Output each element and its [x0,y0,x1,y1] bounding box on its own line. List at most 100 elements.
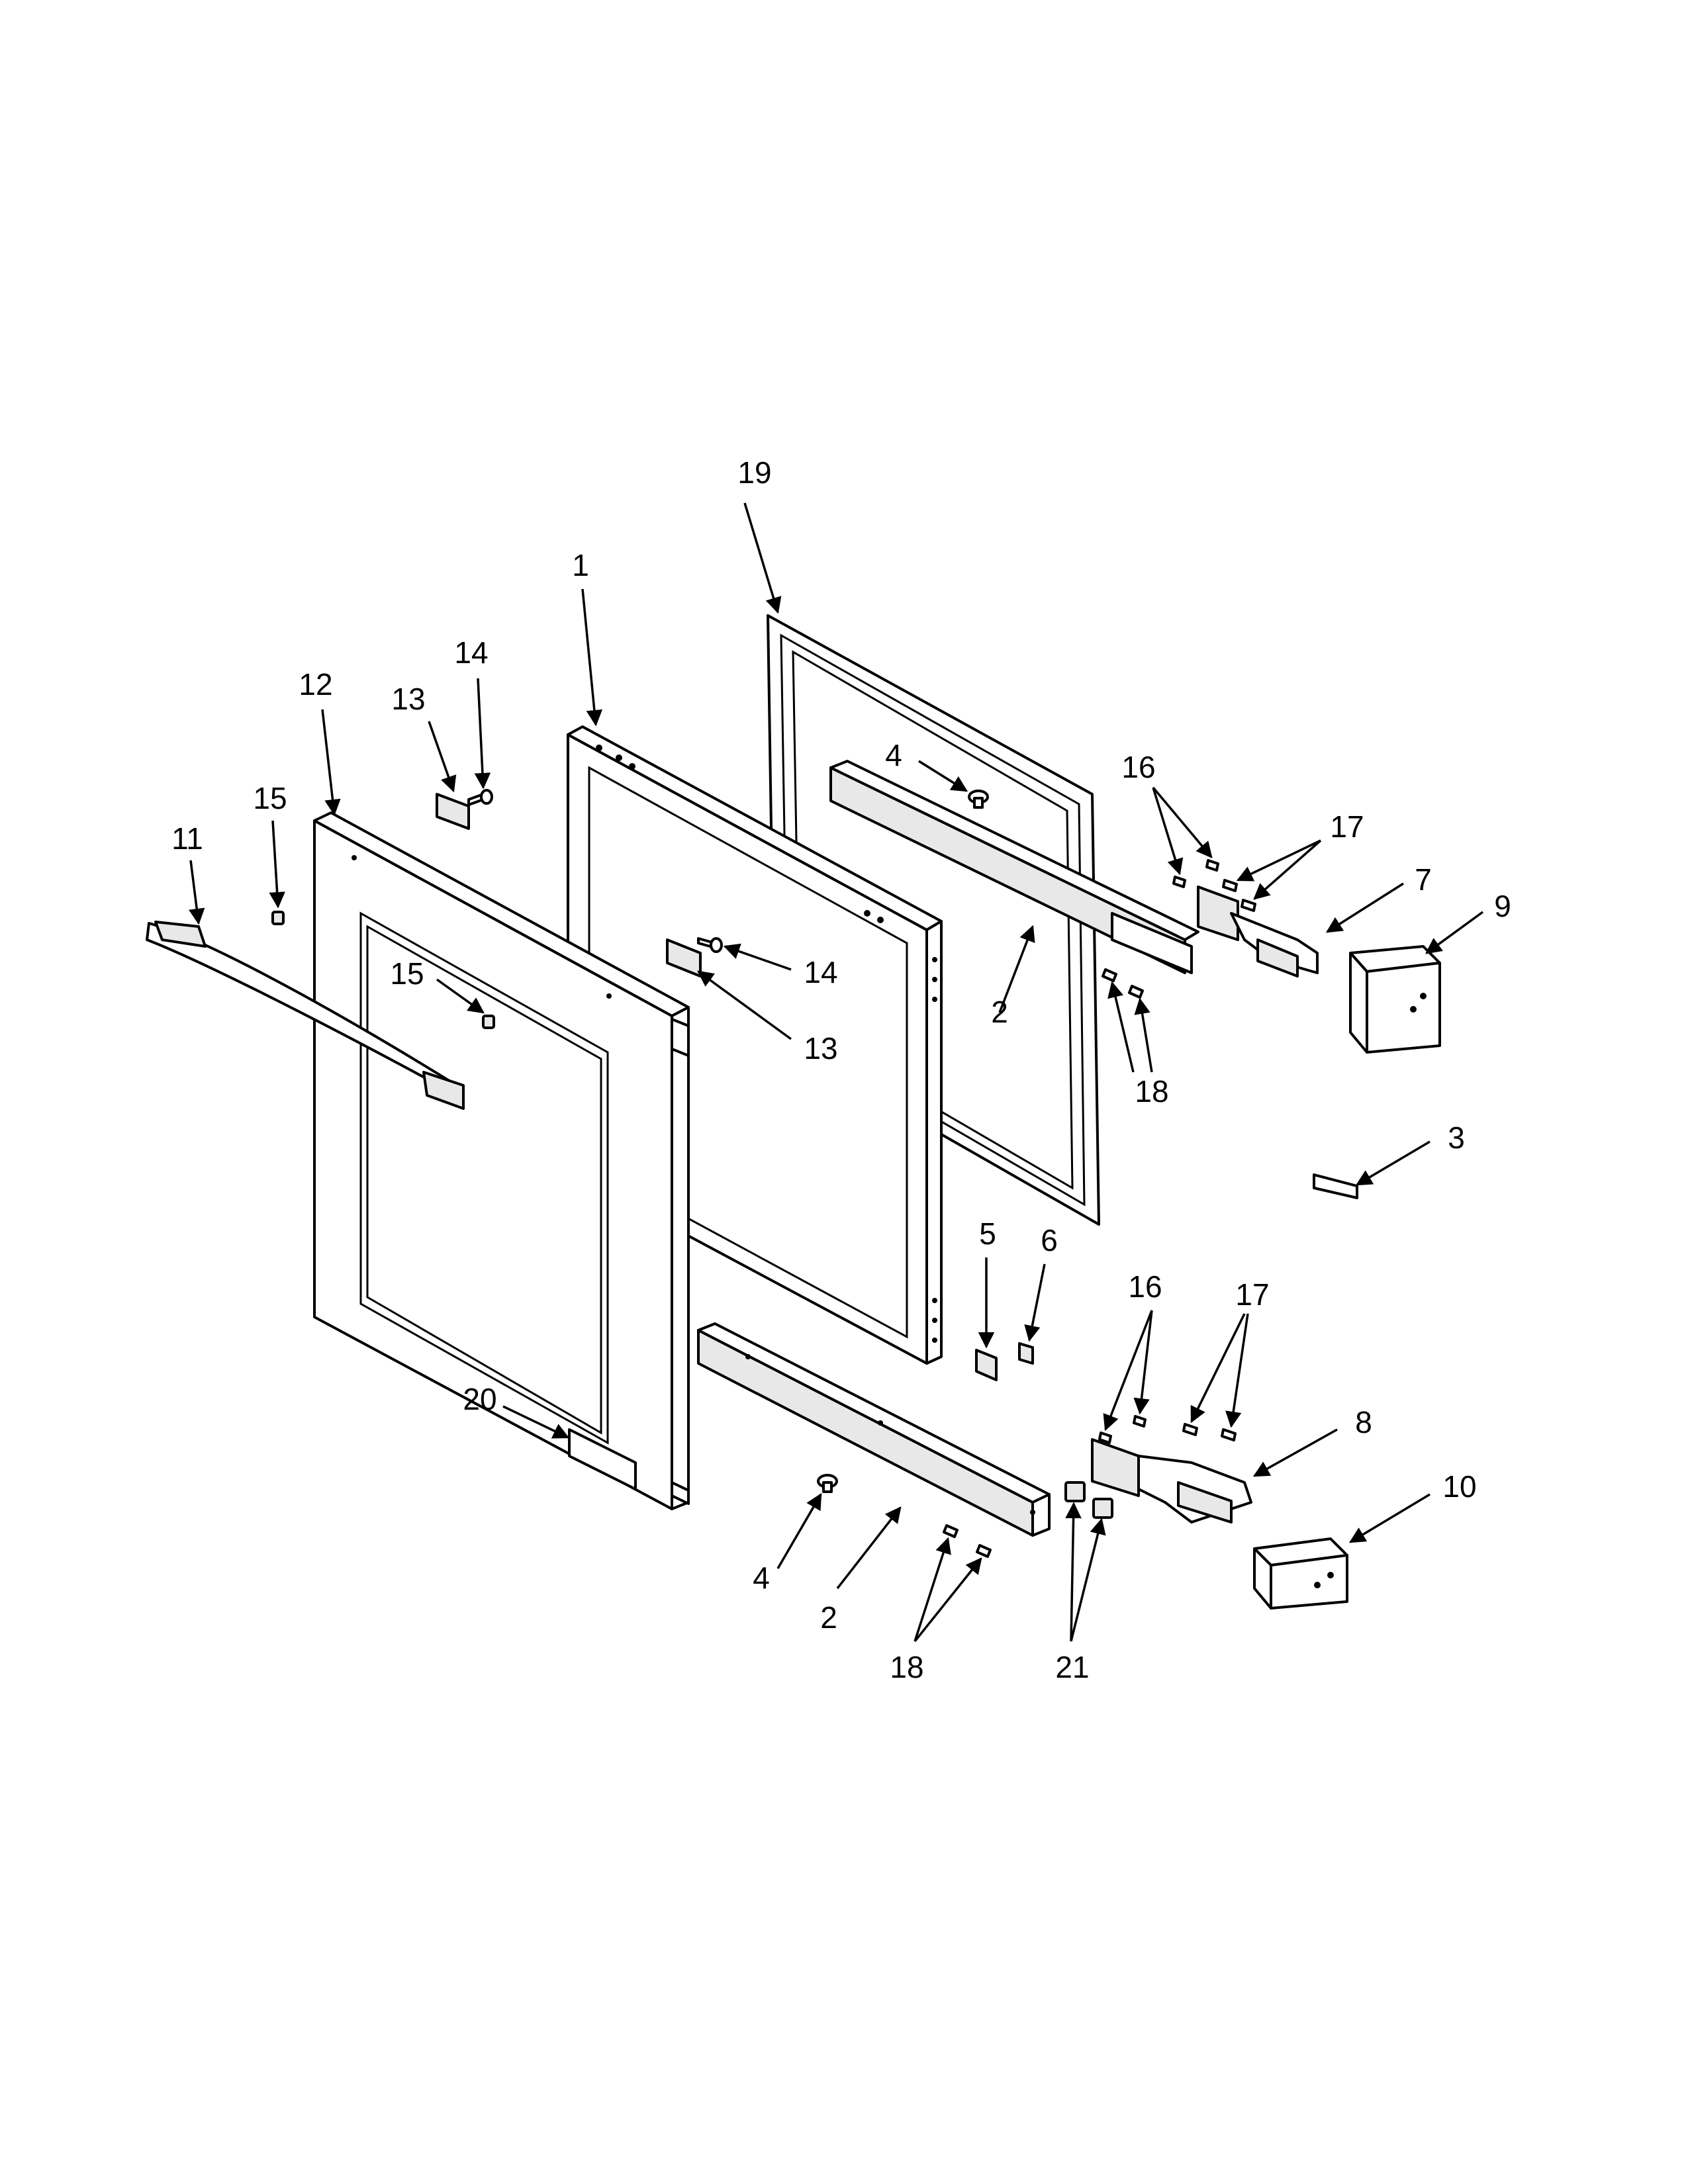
screw-part-16-lower-b [1133,1415,1147,1428]
leader-15a [269,820,285,909]
screw-part-18-lower-a [943,1524,959,1538]
screw-part-17-lower-a [1182,1423,1198,1436]
callout-15-upper: 15 [253,781,287,815]
callout-2-lower: 2 [820,1600,837,1635]
leader-16a-1 [1152,787,1184,876]
screw-part-17-lower-b [1221,1428,1237,1441]
stop-block-part-13-upper [436,793,470,830]
leader-7 [1325,882,1404,933]
leader-15b [436,978,485,1014]
callout-11: 11 [171,821,203,856]
callout-9: 9 [1494,889,1511,923]
screw-part-4-lower [817,1474,838,1493]
bracket-part-3 [1313,1173,1358,1199]
screw-part-14-inner [697,937,723,953]
callout-3: 3 [1448,1120,1465,1155]
lower-hinge-part-8 [1091,1438,1252,1524]
callout-4-upper: 4 [885,738,902,772]
screw-part-18-upper-a [1102,968,1117,982]
washer-part-21-b [1092,1498,1113,1519]
lower-hinge-cover-part-10 [1253,1537,1348,1610]
screw-part-17-upper-b [1241,899,1256,912]
callout-6: 6 [1041,1223,1058,1257]
leader-11 [189,860,205,925]
callout-14-upper: 14 [454,635,488,670]
leader-16b-2 [1133,1310,1153,1415]
upper-hinge-cover-part-9 [1349,945,1441,1054]
leader-4a [918,760,968,792]
leader-17b-2 [1225,1313,1249,1428]
callout-18-upper: 18 [1135,1074,1168,1109]
callout-labels: 1 2 2 3 4 4 5 6 7 8 9 10 11 12 13 13 14 … [171,455,1511,1684]
leader-21-1 [1065,1502,1082,1642]
callout-4-lower: 4 [753,1561,770,1595]
bumper-part-15-door [482,1015,495,1029]
leader-21-2 [1070,1518,1106,1642]
leader-18a-1 [1107,981,1135,1073]
top-rail-part-2 [829,760,1199,974]
label-part-20 [568,1428,637,1490]
callout-13-lower: 13 [804,1031,837,1066]
callout-16-lower: 16 [1128,1269,1162,1304]
leader-17a-1 [1236,839,1321,882]
leader-16a-2 [1152,786,1213,858]
leader-13b [697,970,792,1040]
leader-20 [502,1405,570,1439]
callout-1: 1 [572,548,589,582]
door-stop-part-5 [975,1349,998,1381]
leader-18b-2 [914,1557,982,1643]
callout-17-lower: 17 [1235,1277,1269,1312]
callout-19: 19 [737,455,771,490]
screw-part-17-upper-a [1222,879,1238,892]
leader-6 [1024,1263,1046,1342]
callout-14-lower: 14 [804,955,837,989]
screw-part-18-upper-b [1128,985,1144,999]
callout-20: 20 [463,1382,496,1416]
outer-door-part-12 [313,811,690,1510]
upper-hinge-part-7 [1197,886,1319,978]
callout-21: 21 [1055,1650,1089,1684]
leader-4b [776,1492,822,1569]
leader-18a-2 [1134,997,1153,1073]
leader-3 [1355,1140,1430,1186]
leader-14b [723,943,792,971]
leader-2b [836,1506,902,1590]
leader-17a-2 [1253,839,1322,900]
callout-2-upper: 2 [991,995,1008,1029]
bumper-part-15-top [271,911,285,925]
leader-13a [428,721,457,793]
screw-part-16-upper-a [1172,876,1186,888]
leader-10 [1348,1493,1430,1543]
callout-8: 8 [1355,1405,1372,1439]
leader-9 [1425,911,1484,954]
leader-lines [189,502,1484,1643]
callout-18-lower: 18 [890,1650,923,1684]
screw-part-16-upper-b [1205,859,1219,872]
handle-part-11 [146,921,465,1110]
screw-part-4-upper [968,790,989,809]
bottom-rail-part-2 [697,1322,1051,1537]
callout-17-upper: 17 [1330,809,1364,844]
screw-part-14-upper [467,789,493,806]
leader-16b-1 [1103,1310,1153,1432]
callout-15-door: 15 [390,956,424,991]
callout-10: 10 [1442,1469,1476,1504]
leader-2a [998,925,1035,1013]
leader-12 [321,709,341,816]
leader-1 [581,588,603,727]
callout-13-upper: 13 [391,682,425,716]
leader-8 [1252,1428,1338,1477]
screw-part-18-lower-b [976,1544,992,1558]
leader-19 [743,502,782,614]
screw-part-16-lower-a [1098,1432,1112,1444]
leader-18b-1 [914,1537,951,1642]
washer-part-21-a [1064,1481,1086,1502]
callout-12: 12 [299,667,332,702]
callout-16-upper: 16 [1121,750,1155,784]
pin-part-6 [1018,1342,1034,1365]
leader-14a [474,678,491,790]
callout-7: 7 [1415,862,1432,897]
callout-5: 5 [979,1216,996,1251]
leader-17b-1 [1190,1313,1246,1424]
